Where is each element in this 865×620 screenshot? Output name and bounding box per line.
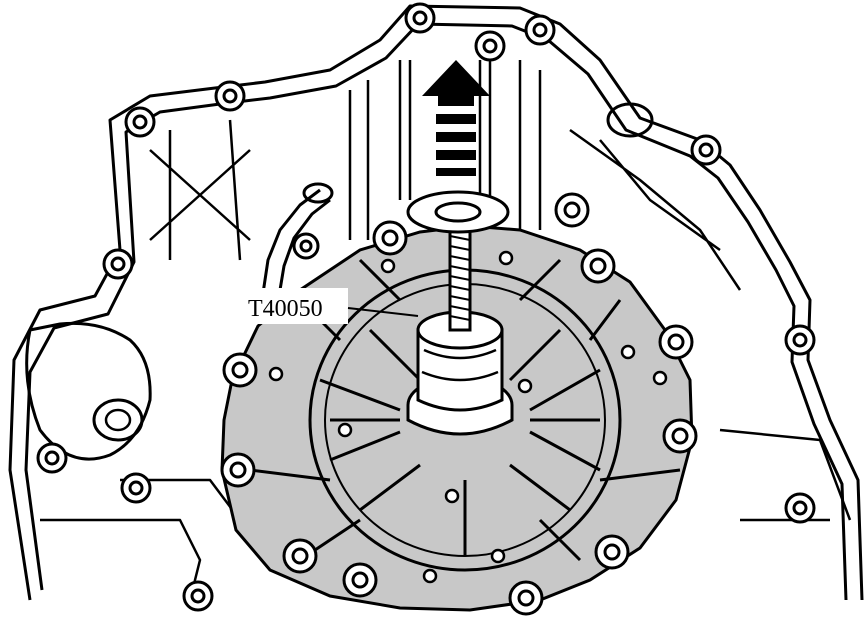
puller-tool (406, 190, 514, 436)
tool-label: T40050 (248, 296, 323, 322)
callout-leader-line (347, 307, 419, 317)
tool-callout: T40050 (244, 288, 419, 324)
pull-direction-arrow (422, 60, 490, 176)
cover-bolts (220, 192, 698, 616)
housing-bolt-bosses (36, 2, 816, 612)
